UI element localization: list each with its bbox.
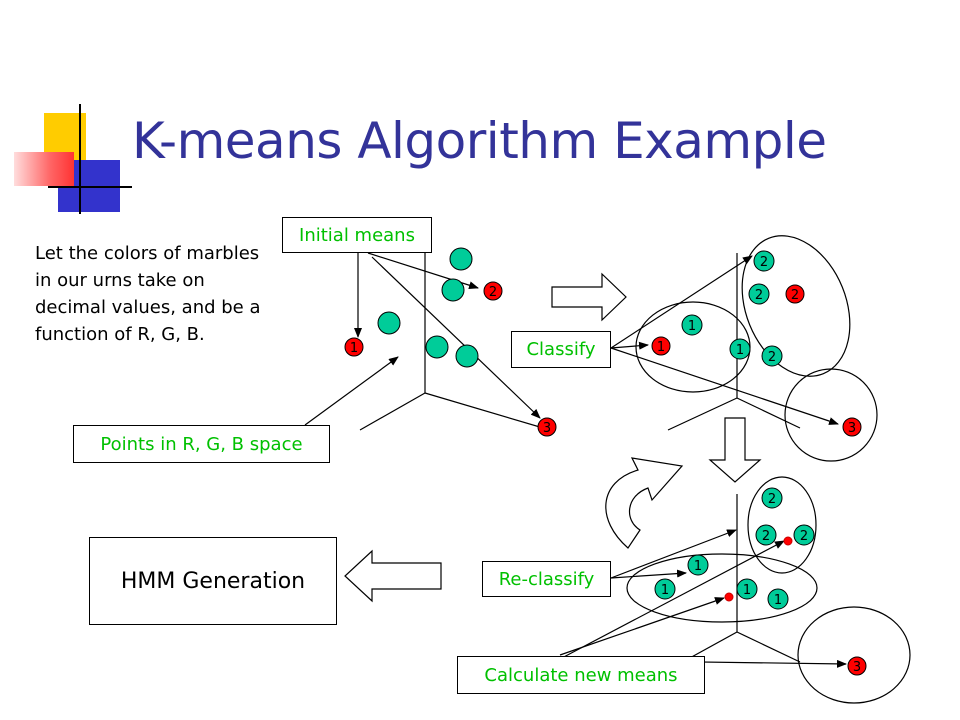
mean-2-label: 2 (489, 285, 497, 300)
means-initial (344, 281, 557, 437)
point-label: 1 (694, 559, 702, 574)
iteration-curved-arrow (605, 457, 684, 549)
point-label: 2 (760, 255, 768, 270)
title-ornament-hline (48, 186, 132, 188)
title-ornament-red (14, 152, 74, 186)
new-means-reclassify (724, 536, 867, 676)
point-label: 2 (768, 350, 776, 365)
points-reclassify (654, 487, 815, 610)
point-label: 1 (774, 593, 782, 608)
mean-label: 3 (853, 660, 861, 675)
arrows-initial (304, 252, 541, 426)
mean-label: 3 (848, 421, 856, 436)
means-classify (651, 284, 862, 437)
slide-title: K-means Algorithm Example (132, 112, 827, 170)
clusters-reclassify (626, 476, 911, 704)
calculate-new-means-label: Calculate new means (457, 656, 705, 694)
point-label: 1 (688, 319, 696, 334)
slide-body-text: Let the colors of marbles in our urns ta… (35, 243, 261, 345)
block-arrow-down (708, 417, 762, 483)
point-label: 1 (661, 583, 669, 598)
point-label: 2 (800, 529, 808, 544)
axes-reclassify (667, 494, 801, 671)
arrows-reclassify (559, 529, 847, 668)
point-label: 1 (743, 583, 751, 598)
axes-classify (667, 253, 801, 431)
classify-label: Classify (511, 331, 611, 368)
point-label: 2 (755, 288, 763, 303)
block-arrow-left (344, 549, 442, 603)
point-label: 1 (736, 343, 744, 358)
point-label: 2 (762, 529, 770, 544)
points-classify (681, 250, 783, 367)
arrows-classify (610, 255, 839, 425)
mean-label: 2 (791, 288, 799, 303)
reclassify-label: Re-classify (482, 561, 611, 597)
hmm-generation-box: HMM Generation (89, 537, 337, 625)
title-ornament-vline (79, 104, 81, 214)
mean-1-label: 1 (350, 341, 358, 356)
points-initial (377, 247, 479, 368)
axes-initial (359, 252, 551, 431)
point-label: 2 (768, 492, 776, 507)
mean-label: 1 (657, 340, 665, 355)
mean-3-label: 3 (543, 421, 551, 436)
points-space-label: Points in R, G, B space (73, 425, 330, 463)
block-arrow-right (551, 272, 627, 322)
initial-means-label: Initial means (282, 217, 432, 253)
